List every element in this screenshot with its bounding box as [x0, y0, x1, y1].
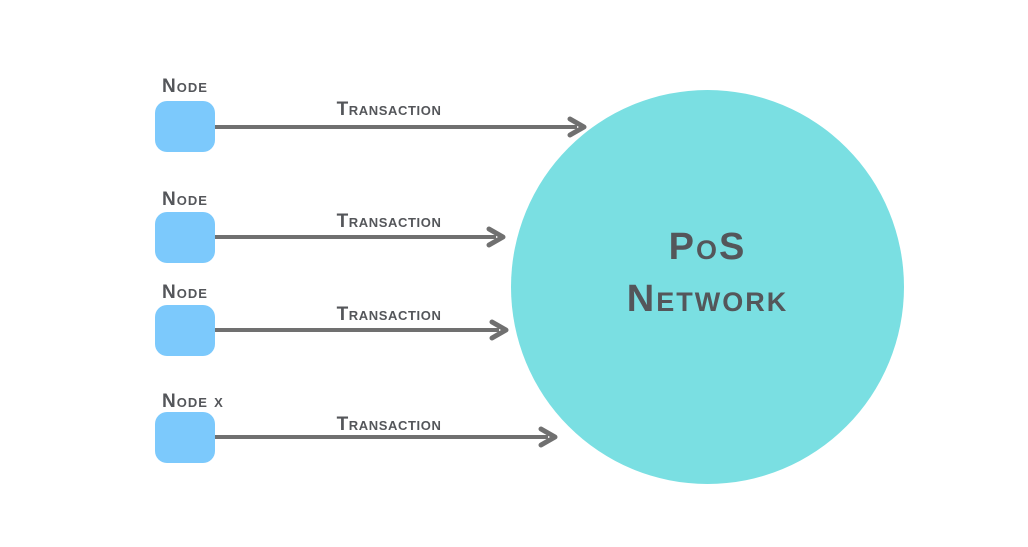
- transaction-arrow: [215, 116, 587, 138]
- arrow-head-icon: [538, 426, 558, 448]
- transaction-label: Transaction: [336, 304, 442, 325]
- pos-network-circle: PoS Network: [511, 90, 904, 484]
- node-label: Node: [162, 76, 208, 97]
- network-title-line1: PoS: [668, 226, 747, 268]
- node-square: [155, 212, 215, 263]
- node-square: [155, 101, 215, 152]
- node-square: [155, 412, 215, 463]
- node-square: [155, 305, 215, 356]
- transaction-arrow: [215, 426, 558, 448]
- transaction-arrow: [215, 319, 509, 341]
- network-title-line2: Network: [626, 278, 789, 320]
- transaction-label: Transaction: [336, 414, 442, 435]
- node-label: Node x: [162, 391, 224, 412]
- transaction-label: Transaction: [336, 211, 442, 232]
- node-label: Node: [162, 189, 208, 210]
- transaction-arrow: [215, 226, 506, 248]
- node-label: Node: [162, 282, 208, 303]
- arrow-head-icon: [486, 226, 506, 248]
- transaction-label: Transaction: [336, 99, 442, 120]
- arrow-head-icon: [567, 116, 587, 138]
- arrow-head-icon: [489, 319, 509, 341]
